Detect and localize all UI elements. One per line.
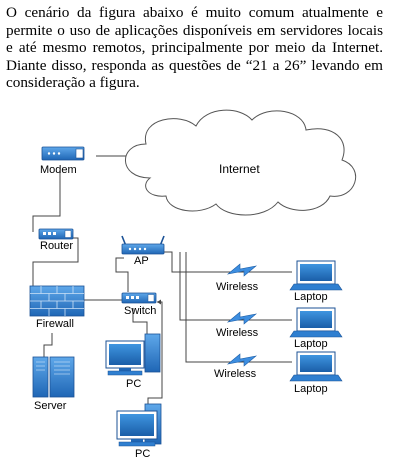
wireless-label: Wireless bbox=[216, 281, 259, 293]
link-switch-pc1 bbox=[132, 308, 148, 336]
link-ap-laptop2 bbox=[179, 252, 292, 321]
laptop-label: Laptop bbox=[294, 291, 328, 303]
laptop-icon bbox=[289, 307, 343, 338]
internet-label: Internet bbox=[219, 162, 260, 176]
laptop-label: Laptop bbox=[294, 383, 328, 395]
switch-icon bbox=[121, 292, 157, 304]
modem-label: Modem bbox=[40, 164, 77, 176]
laptop-icon bbox=[289, 351, 343, 382]
server-icon bbox=[32, 356, 75, 398]
firewall-icon bbox=[29, 285, 85, 317]
server-label: Server bbox=[34, 400, 67, 412]
access-point-icon bbox=[121, 235, 165, 255]
wireless-label: Wireless bbox=[214, 368, 257, 380]
link-ap-laptop1 bbox=[164, 251, 292, 273]
pc-icon bbox=[105, 333, 161, 376]
wireless-bolt-icon bbox=[226, 263, 258, 367]
pc-label: PC bbox=[135, 448, 150, 460]
internet-cloud-icon bbox=[125, 109, 357, 216]
wireless-label: Wireless bbox=[216, 327, 259, 339]
firewall-label: Firewall bbox=[36, 318, 74, 330]
modem-icon bbox=[41, 146, 85, 161]
switch-label: Switch bbox=[124, 305, 156, 317]
router-icon bbox=[38, 228, 74, 240]
laptop-icon bbox=[289, 260, 343, 291]
pc-icon bbox=[116, 403, 162, 447]
link-switch-ap bbox=[115, 257, 129, 292]
link-modem-router bbox=[32, 170, 61, 232]
ap-label: AP bbox=[134, 255, 149, 267]
link-ap-laptop3 bbox=[185, 252, 292, 363]
question-intro: O cenário da figura abaixo é muito comum… bbox=[6, 4, 383, 92]
link-firewall-server bbox=[43, 333, 53, 360]
router-label: Router bbox=[40, 240, 73, 252]
laptop-label: Laptop bbox=[294, 338, 328, 350]
pc-label: PC bbox=[126, 378, 141, 390]
